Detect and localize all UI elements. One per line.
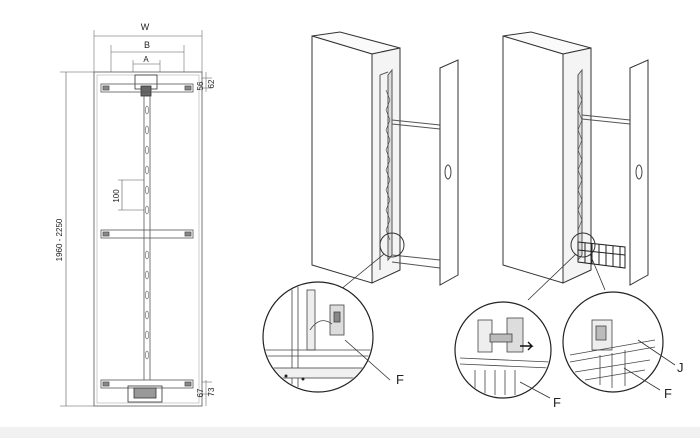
top-dim-2-label: 62 bbox=[207, 79, 216, 88]
top-dim-1-label: 56 bbox=[196, 81, 205, 90]
cabinet-outline bbox=[93, 71, 203, 407]
middle-rail bbox=[100, 229, 194, 239]
width-label: W bbox=[141, 22, 150, 32]
pole-hole-pattern bbox=[145, 105, 149, 360]
bottom-rail bbox=[100, 379, 194, 389]
callout-f-1: F bbox=[396, 372, 404, 387]
cabinet-with-basket-drawing bbox=[502, 31, 649, 286]
inner-width-label: B bbox=[144, 40, 150, 50]
detail-marker-2 bbox=[570, 232, 596, 258]
callout-f-2: F bbox=[553, 395, 561, 410]
bottom-strip bbox=[0, 427, 700, 438]
bottom-dim-1-label: 67 bbox=[196, 388, 205, 397]
height-label: 1960 - 2250 bbox=[55, 218, 64, 261]
center-label: A bbox=[143, 55, 149, 64]
detail-circle-2 bbox=[454, 301, 552, 399]
wire-basket bbox=[577, 241, 626, 269]
bottom-dim-2-label: 73 bbox=[207, 387, 216, 396]
front-view-drawing bbox=[60, 30, 212, 407]
cabinet-empty-drawing bbox=[311, 31, 459, 286]
detail-circle-3 bbox=[562, 291, 664, 393]
callout-j: J bbox=[677, 360, 684, 375]
detail-marker-1 bbox=[379, 232, 405, 258]
spacing-label: 100 bbox=[112, 189, 121, 203]
detail-circle-1 bbox=[262, 281, 374, 393]
callout-f-3: F bbox=[664, 386, 672, 401]
top-rail bbox=[100, 83, 194, 93]
